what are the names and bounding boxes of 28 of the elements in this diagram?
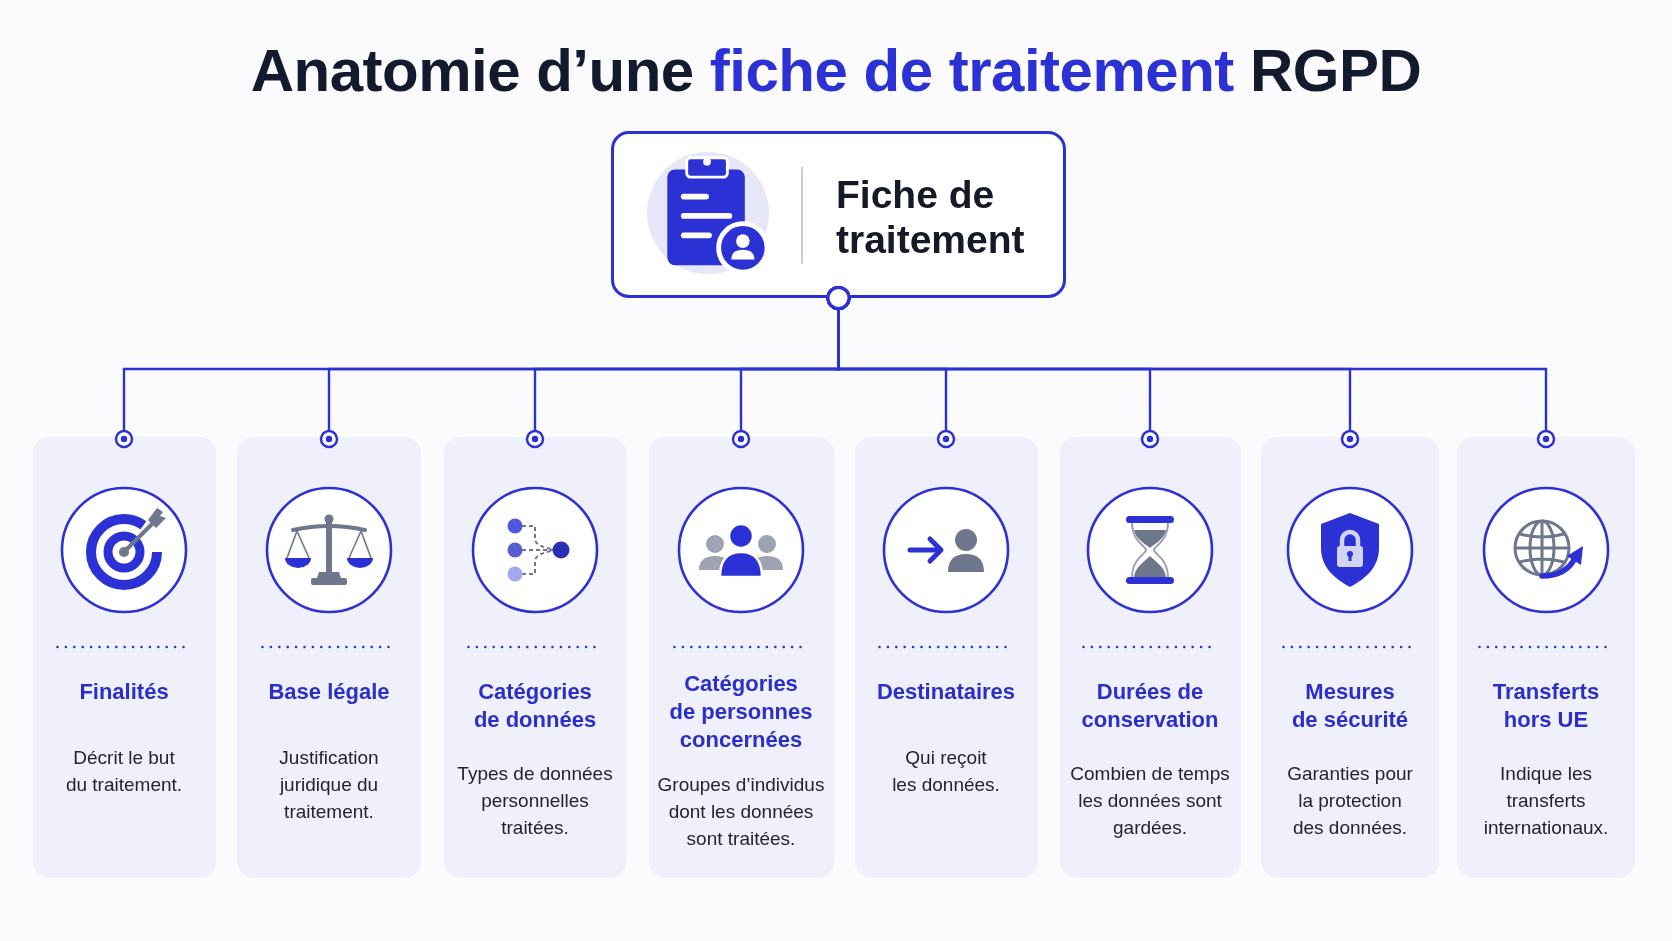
card-panel — [444, 437, 626, 878]
card-panel — [237, 437, 421, 878]
card-panel — [854, 437, 1038, 878]
card-heading: Catégories de personnes concernées — [668, 670, 814, 754]
card-heading: Destinataires — [876, 678, 1016, 706]
card-description: Justification juridique du traitement. — [278, 746, 380, 824]
page-title: Anatomie d’une fiche de traitement RGPD — [250, 36, 1422, 106]
node-title: Fiche de traitement — [836, 172, 1026, 262]
card-heading: Base légale — [268, 678, 390, 706]
card-panel — [32, 437, 216, 878]
connector-line — [826, 286, 1556, 449]
card-description: Indique les transferts internationaux. — [1482, 762, 1610, 840]
card-panel — [1457, 437, 1635, 878]
card-panel — [648, 437, 834, 878]
header-box — [611, 131, 1066, 298]
card-description: Types de données personnelles traitées. — [456, 762, 614, 840]
card-heading: Durées de conservation — [1080, 678, 1220, 734]
card-heading: Catégories de données — [472, 678, 598, 734]
card-panel — [1261, 437, 1439, 878]
card-heading: Transferts hors UE — [1491, 678, 1601, 734]
card-description: Groupes d’individus dont les données sont traitées. — [656, 773, 826, 851]
card-description: Qui reçoit les données. — [891, 746, 1001, 797]
card-heading: Finalités — [79, 678, 169, 706]
card-description: Combien de temps les données sont gardées. — [1069, 762, 1231, 840]
card-description: Décrit le but du traitement. — [64, 746, 184, 797]
card-heading: Mesures de sécurité — [1290, 678, 1410, 734]
card-panel — [1059, 437, 1241, 878]
card-description: Garanties pour la protection des données. — [1286, 762, 1414, 840]
